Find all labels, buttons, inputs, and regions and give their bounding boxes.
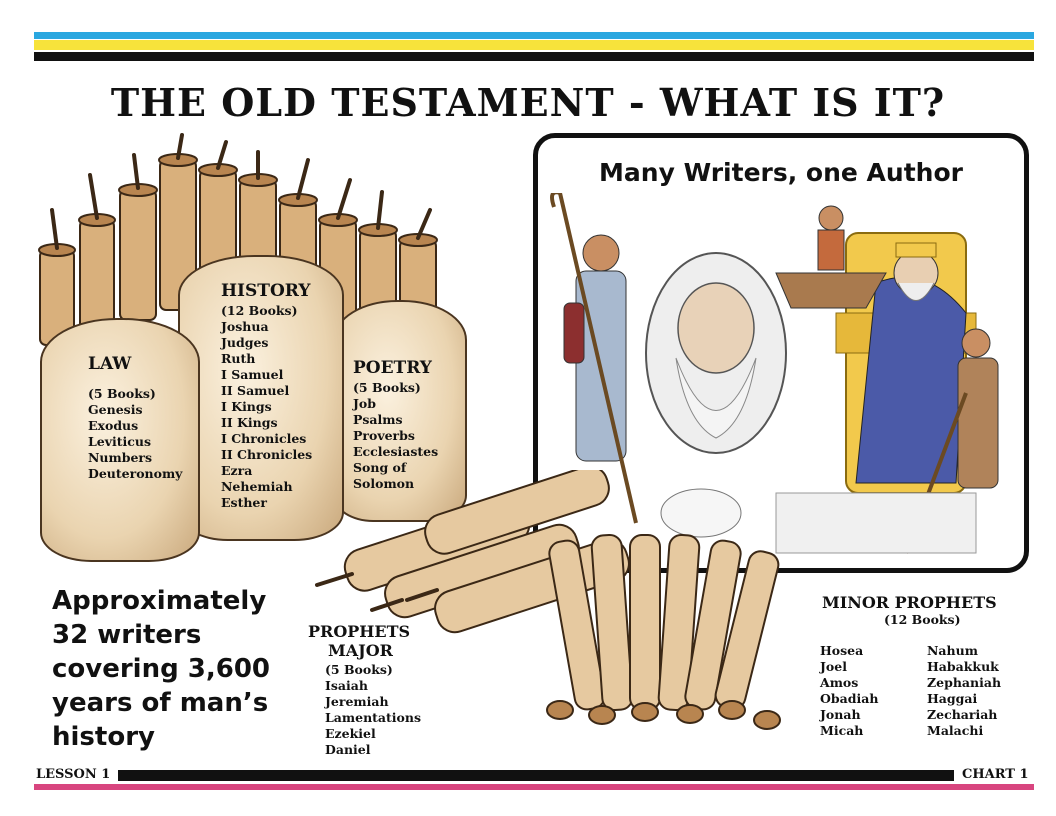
list-item: Esther	[221, 495, 267, 510]
major-prophets-count: (5 Books)	[325, 662, 393, 677]
poetry-section: POETRY (5 Books) Job Psalms Proverbs Ecc…	[353, 358, 438, 492]
minor-prophets-section: MINOR PROPHETS (12 Books)	[822, 593, 1022, 628]
top-bar-yellow	[34, 40, 1034, 50]
list-item: Malachi	[927, 723, 984, 738]
list-item: Isaiah	[325, 678, 368, 693]
page-title: THE OLD TESTAMENT - WHAT IS IT?	[110, 80, 946, 125]
history-title: HISTORY	[221, 281, 311, 301]
minor-prophets-col2: Nahum Habakkuk Zephaniah Haggai Zecharia…	[927, 643, 1001, 739]
list-item: Exodus	[88, 418, 139, 433]
list-item: II Chronicles	[221, 447, 313, 462]
list-item: Habakkuk	[927, 659, 999, 674]
list-item: Deuteronomy	[88, 466, 183, 481]
summary-line: years of man’s	[52, 688, 269, 718]
list-item: Lamentations	[325, 710, 422, 725]
writers-illustration-art	[550, 193, 999, 554]
list-item: I Kings	[221, 399, 272, 414]
list-item: II Kings	[221, 415, 278, 430]
summary-line: Approximately	[52, 586, 267, 616]
poetry-title: POETRY	[353, 358, 432, 378]
list-item: Nahum	[927, 643, 978, 658]
law-section: LAW (5 Books) Genesis Exodus Leviticus N…	[88, 354, 182, 482]
bottom-bar-magenta	[34, 784, 1034, 790]
list-item: Amos	[820, 675, 859, 690]
list-item: Ezra	[221, 463, 253, 478]
prophets-scrolls-art	[315, 470, 781, 730]
history-jar	[178, 255, 344, 541]
list-item: Proverbs	[353, 428, 415, 443]
list-item: Jeremiah	[325, 694, 389, 709]
list-item: Joel	[820, 659, 847, 674]
list-item: Daniel	[325, 742, 371, 757]
list-item: I Chronicles	[221, 431, 307, 446]
list-item: Ezekiel	[325, 726, 376, 741]
summary-line: history	[52, 722, 155, 752]
minor-prophets-count: (12 Books)	[884, 612, 961, 627]
list-item: Solomon	[353, 476, 415, 491]
list-item: Zephaniah	[927, 675, 1002, 690]
top-bar-cyan	[34, 32, 1034, 39]
writers-illustration-frame: Many Writers, one Author	[533, 133, 1029, 573]
list-item: Song of	[353, 460, 407, 475]
summary-line: 32 writers	[52, 620, 202, 650]
list-item: Psalms	[353, 412, 403, 427]
list-item: Jonah	[820, 707, 861, 722]
minor-prophets-title: MINOR PROPHETS	[822, 593, 997, 612]
summary-text: Approximately 32 writers covering 3,600 …	[52, 584, 270, 754]
history-count: (12 Books)	[221, 303, 298, 318]
major-prophets-section: PROPHETS MAJOR (5 Books) Isaiah Jeremiah…	[308, 622, 421, 758]
list-item: Ecclesiastes	[353, 444, 439, 459]
list-item: I Samuel	[221, 367, 284, 382]
law-count: (5 Books)	[88, 386, 156, 401]
top-bar-black	[34, 52, 1034, 61]
minor-prophets-col1: Hosea Joel Amos Obadiah Jonah Micah	[820, 643, 878, 739]
list-item: Job	[353, 396, 376, 411]
list-item: Judges	[221, 335, 269, 350]
footer-chart: CHART 1	[962, 767, 1029, 782]
list-item: Hosea	[820, 643, 864, 658]
summary-line: covering 3,600	[52, 654, 271, 684]
list-item: Haggai	[927, 691, 978, 706]
major-prophets-title: PROPHETS	[308, 622, 411, 641]
list-item: Ruth	[221, 351, 256, 366]
poetry-count: (5 Books)	[353, 380, 421, 395]
law-jar	[40, 318, 200, 562]
law-title: LAW	[88, 354, 132, 374]
list-item: Leviticus	[88, 434, 152, 449]
list-item: II Samuel	[221, 383, 290, 398]
list-item: Numbers	[88, 450, 153, 465]
list-item: Joshua	[221, 319, 269, 334]
list-item: Genesis	[88, 402, 143, 417]
illustration-title: Many Writers, one Author	[599, 158, 963, 187]
history-section: HISTORY (12 Books) Joshua Judges Ruth I …	[221, 281, 312, 511]
list-item: Obadiah	[820, 691, 879, 706]
list-item: Zechariah	[927, 707, 998, 722]
footer-lesson: LESSON 1	[36, 767, 111, 782]
list-item: Micah	[820, 723, 864, 738]
poetry-jar	[333, 300, 467, 522]
footer-black-bar	[118, 770, 954, 781]
list-item: Nehemiah	[221, 479, 293, 494]
major-prophets-subtitle: MAJOR	[328, 641, 393, 660]
